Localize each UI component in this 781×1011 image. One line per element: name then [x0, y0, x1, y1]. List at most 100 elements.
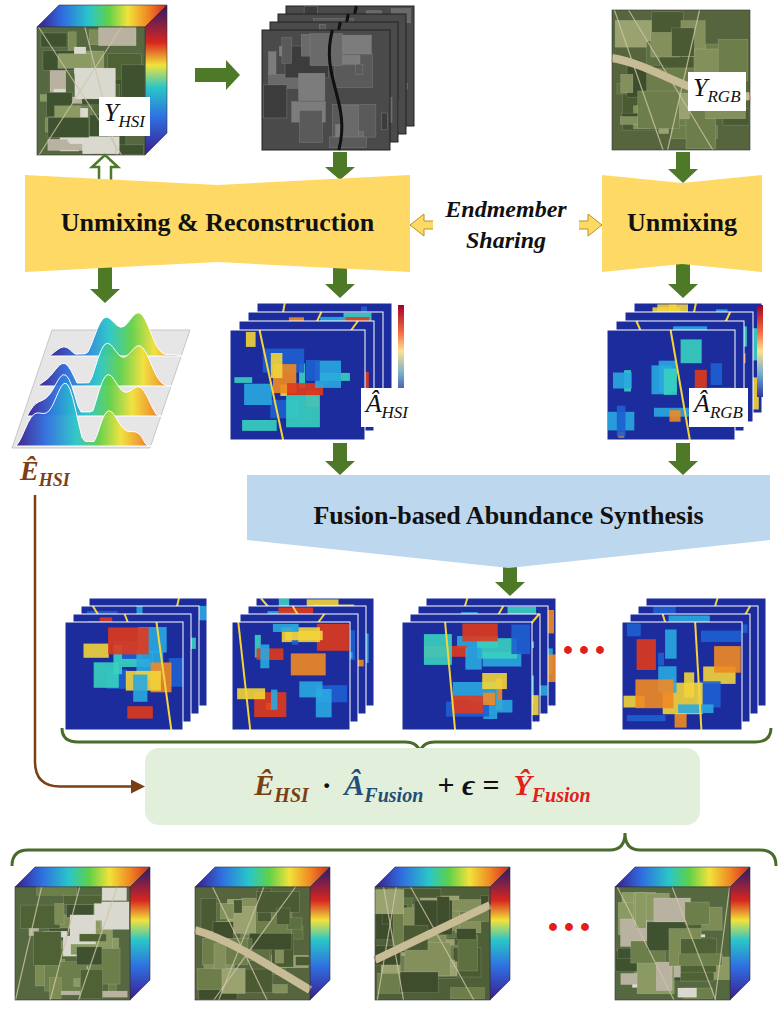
cube-side [130, 867, 150, 1000]
equation-box: ÊHSI·ÂFusion+ ϵ =ŶFusion [145, 748, 700, 825]
symbol-text: Â [366, 389, 382, 418]
field-patch [242, 898, 258, 906]
abundance-patch [133, 675, 147, 702]
field-patch [273, 985, 288, 994]
abundance-patch [316, 689, 332, 717]
field-patch [234, 900, 242, 913]
field-patch [618, 948, 631, 958]
field-patch [37, 887, 77, 895]
river [329, 30, 342, 150]
band-outline [25, 175, 410, 272]
abundance-patch [627, 624, 641, 637]
abundance-patch [678, 704, 713, 713]
abundance-patch [681, 339, 702, 363]
field-patch [48, 117, 89, 137]
abundance-line [445, 622, 455, 730]
field-patch [75, 68, 116, 99]
abundance-patch [637, 639, 656, 670]
spectrum-curve [16, 383, 166, 446]
abundance-patch [664, 369, 677, 395]
band-patch [310, 34, 342, 66]
abundance-line [238, 622, 250, 730]
image-ground [612, 10, 750, 150]
aerial-image [615, 887, 730, 1000]
field-patch [656, 962, 672, 991]
abundance-patch [711, 363, 723, 385]
abundance-patch [291, 653, 326, 675]
cube-top [37, 5, 167, 27]
field-patch [296, 957, 311, 966]
aerial-image [37, 27, 145, 155]
flow-arrow [325, 443, 355, 475]
image-label: ÂHSI [361, 388, 413, 427]
abundance-patch [246, 332, 256, 347]
aerial-image [15, 887, 130, 1000]
image-label: ÊHSI [20, 455, 70, 491]
equation-term: · [323, 768, 331, 801]
field-patch [457, 929, 477, 940]
road [375, 905, 490, 960]
image-label: YRGB [688, 72, 746, 111]
band-patch [299, 110, 322, 142]
field-patch [99, 27, 137, 46]
field-patch [214, 944, 226, 969]
band-label: Unmixing & Reconstruction [25, 175, 410, 272]
abundance-patch [242, 420, 277, 431]
image-label: YHSI [99, 97, 150, 136]
equation-term: Â [344, 768, 364, 801]
abundance-patch [675, 713, 687, 728]
band-patch [329, 137, 366, 148]
subscript-text: Fusion [532, 784, 591, 806]
road-line [39, 27, 121, 155]
band-patch [382, 113, 388, 130]
field-patch [375, 890, 404, 914]
field-patch [399, 888, 441, 898]
band-patch [263, 85, 287, 118]
equation-term: + ϵ = [437, 768, 499, 801]
map-ground [622, 622, 742, 730]
image-border [612, 10, 750, 150]
flow-arrow [90, 264, 120, 303]
road-line [39, 27, 122, 155]
flow-arrow [325, 152, 355, 180]
field-patch [621, 74, 633, 92]
map-ground [230, 330, 365, 440]
abundance-map [65, 622, 183, 730]
field-patch [678, 988, 697, 997]
field-patch [79, 934, 106, 942]
equation-line: ÊHSI·ÂFusion+ ϵ =ŶFusion [254, 767, 590, 807]
abundance-patch [714, 646, 741, 673]
abundance-map [402, 622, 532, 730]
field-patch [672, 28, 695, 56]
image-border [15, 887, 130, 1000]
field-patch [20, 905, 60, 928]
abundance-node: ÂHSI [228, 298, 413, 443]
road-line [715, 887, 730, 1000]
abundance-line [260, 330, 284, 440]
ellipsis-label: ··· [560, 626, 608, 674]
process-band: Unmixing [602, 175, 762, 272]
map-border [622, 622, 742, 730]
subscript-text: HSI [382, 403, 408, 422]
subscript-text: RGB [707, 87, 740, 106]
cube-top [375, 867, 510, 887]
abundance-patch [286, 395, 320, 427]
field-patch [94, 904, 105, 921]
aerial-image [195, 887, 310, 1000]
road-line [672, 887, 716, 1000]
field-patch [34, 931, 61, 965]
map-border [232, 622, 350, 730]
symbol-text: Ê [20, 455, 39, 486]
image-ground [195, 887, 310, 1000]
flow-arrow [325, 264, 355, 298]
image-label: ÂRGB [689, 388, 748, 427]
band-patch [299, 73, 325, 101]
field-patch [58, 54, 92, 69]
image-node: YRGB [612, 8, 754, 152]
field-patch [83, 137, 120, 154]
abundance-line [671, 330, 690, 440]
band-ground [262, 30, 390, 150]
road [195, 930, 310, 990]
band-outline [602, 175, 762, 272]
